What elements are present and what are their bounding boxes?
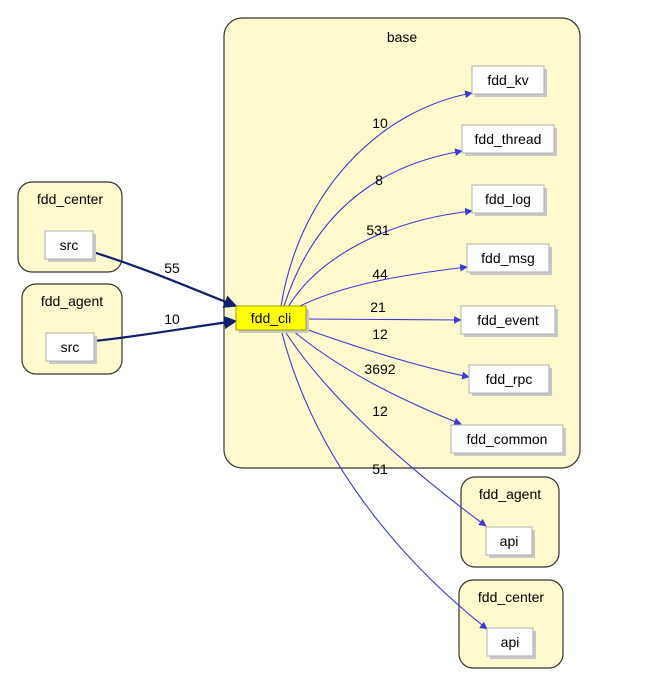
node-api-agent[interactable]: api <box>485 526 535 558</box>
edge-label-cli-to-event: 21 <box>370 299 386 315</box>
node-fdd-cli-label: fdd_cli <box>251 310 291 326</box>
node-fdd-common-label: fdd_common <box>467 431 548 447</box>
node-src-agent[interactable]: src <box>45 332 97 364</box>
edge-label-cli-to-msg: 44 <box>372 266 388 282</box>
node-src-agent-label: src <box>61 339 80 355</box>
edges-outgoing <box>280 90 488 630</box>
node-src-center[interactable]: src <box>44 230 96 262</box>
cluster-fdd-center-right: fdd_center <box>458 579 564 669</box>
node-api-center[interactable]: api <box>486 627 536 659</box>
cluster-fdd-agent-right-title: fdd_agent <box>479 486 541 502</box>
edge-cli-to-rpc <box>299 326 470 380</box>
cluster-fdd-center-right-title: fdd_center <box>478 589 544 605</box>
node-fdd-cli[interactable]: fdd_cli <box>235 305 309 333</box>
node-src-center-label: src <box>60 237 79 253</box>
edge-label-cli-to-thread: 8 <box>375 172 383 188</box>
cluster-fdd-agent-left-title: fdd_agent <box>41 293 103 309</box>
cluster-base-title: base <box>387 29 418 45</box>
node-fdd-event-label: fdd_event <box>477 312 539 328</box>
cluster-fdd-center-left-title: fdd_center <box>37 191 103 207</box>
edge-cli-to-log <box>287 207 473 308</box>
edges-incoming <box>92 250 238 343</box>
edge-cli-to-common <box>291 329 462 426</box>
edge-label-cli-to-kv: 10 <box>372 115 388 131</box>
node-fdd-log-label: fdd_log <box>485 191 531 207</box>
edge-cli-to-msg <box>293 263 468 310</box>
edge-cli-to-kv <box>280 90 473 307</box>
node-fdd-thread[interactable]: fdd_thread <box>461 124 557 156</box>
edge-labels: 55 10 10 8 531 44 21 12 3692 12 51 <box>164 115 396 477</box>
node-fdd-rpc-label: fdd_rpc <box>486 371 533 387</box>
node-fdd-msg[interactable]: fdd_msg <box>466 243 552 275</box>
edge-label-cli-to-agent-api: 12 <box>372 403 388 419</box>
edge-cli-to-agent-api <box>285 332 487 527</box>
edge-label-cli-to-common: 3692 <box>364 361 395 377</box>
edge-label-cli-to-center-api: 51 <box>372 461 388 477</box>
edge-label-cli-to-rpc: 12 <box>372 326 388 342</box>
node-api-center-label: api <box>501 634 520 650</box>
edge-label-agent-to-cli: 10 <box>164 311 180 327</box>
node-fdd-kv-label: fdd_kv <box>487 72 528 88</box>
edge-label-cli-to-log: 531 <box>366 222 390 238</box>
node-fdd-thread-label: fdd_thread <box>475 131 542 147</box>
node-fdd-event[interactable]: fdd_event <box>460 305 558 337</box>
edge-cli-to-event <box>305 316 462 324</box>
node-api-agent-label: api <box>500 533 519 549</box>
node-fdd-rpc[interactable]: fdd_rpc <box>468 364 552 396</box>
node-fdd-kv[interactable]: fdd_kv <box>471 65 547 97</box>
node-fdd-log[interactable]: fdd_log <box>471 184 547 216</box>
node-fdd-common[interactable]: fdd_common <box>450 424 566 456</box>
edge-label-center-to-cli: 55 <box>164 260 180 276</box>
edge-center-src-to-cli <box>92 250 238 308</box>
node-fdd-msg-label: fdd_msg <box>481 250 535 266</box>
edge-cli-to-center-api <box>281 332 488 630</box>
edge-cli-to-thread <box>283 148 463 307</box>
edge-agent-src-to-cli <box>93 315 238 343</box>
